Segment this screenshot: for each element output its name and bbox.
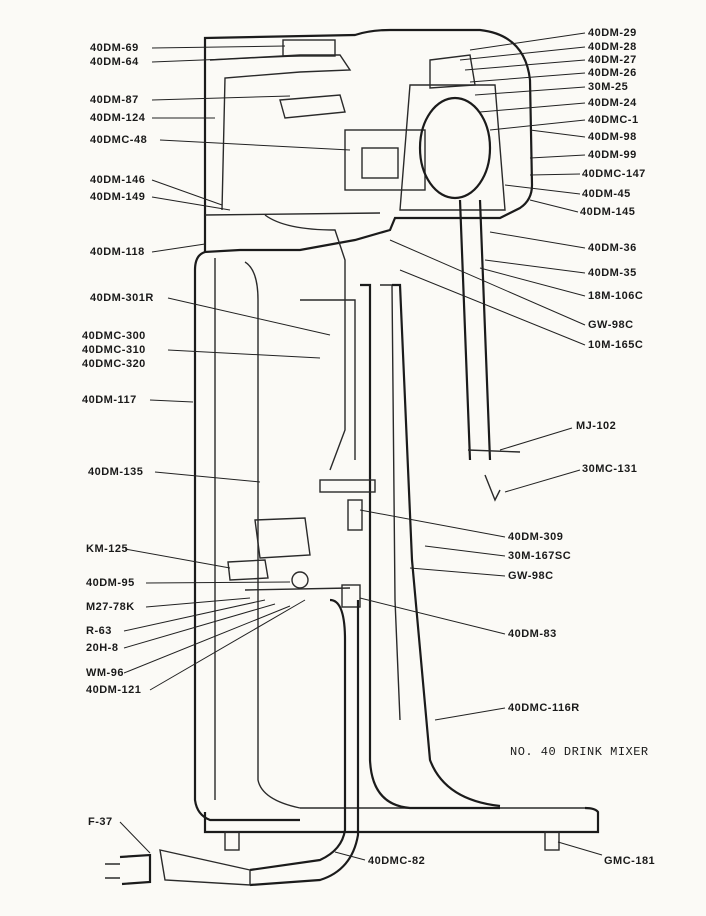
part-label: 40DMC-320	[82, 358, 146, 370]
part-label: 40DM-98	[588, 131, 637, 143]
leader-lines	[119, 32, 603, 861]
diagram-title: NO. 40 DRINK MIXER	[510, 745, 649, 759]
part-label: 40DM-95	[86, 577, 135, 589]
part-label: 18M-106C	[588, 290, 644, 302]
mixer-housing	[105, 28, 600, 887]
part-label: 40DM-118	[90, 246, 145, 258]
part-label: 30MC-131	[582, 463, 638, 475]
part-label: 40DM-28	[588, 41, 637, 53]
part-label: 40DM-64	[90, 56, 139, 68]
part-label: 40DM-146	[90, 174, 146, 186]
part-label: 40DM-121	[86, 684, 142, 696]
part-label: 40DM-24	[588, 97, 637, 109]
part-label: KM-125	[86, 543, 129, 555]
part-label: GMC-181	[604, 855, 656, 867]
part-label: F-37	[88, 816, 113, 828]
part-label: 40DMC-48	[90, 134, 148, 146]
part-label: 30M-25	[588, 81, 629, 93]
part-label: 20H-8	[86, 642, 119, 654]
part-label: MJ-102	[576, 420, 617, 432]
part-label: R-63	[86, 625, 112, 637]
part-label: 40DM-26	[588, 67, 637, 79]
part-label: 40DM-99	[588, 149, 637, 161]
part-label: 40DM-27	[588, 54, 637, 66]
part-label: 40DMC-300	[82, 330, 146, 342]
part-label: 40DM-124	[90, 112, 146, 124]
part-label: 40DMC-1	[588, 114, 639, 126]
part-label: 40DM-69	[90, 42, 139, 54]
part-label: 40DM-29	[588, 27, 637, 39]
part-label: M27-78K	[86, 601, 135, 613]
part-label: 40DMC-310	[82, 344, 146, 356]
part-label: 10M-165C	[588, 339, 644, 351]
part-label: 40DM-301R	[90, 292, 154, 304]
part-label: 40DM-45	[582, 188, 631, 200]
part-label: 40DMC-147	[582, 168, 646, 180]
part-label: 40DM-36	[588, 242, 637, 254]
part-label: GW-98C	[588, 319, 634, 331]
part-label: WM-96	[86, 667, 124, 679]
part-label: 40DM-117	[82, 394, 137, 406]
part-label: 40DM-309	[508, 531, 564, 543]
part-label: 40DM-35	[588, 267, 637, 279]
part-label: 40DM-135	[88, 466, 144, 478]
part-label: 30M-167SC	[508, 550, 572, 562]
part-label: 40DMC-82	[368, 855, 426, 867]
part-label: 40DM-87	[90, 94, 139, 106]
part-label: 40DM-149	[90, 191, 146, 203]
part-label: 40DM-83	[508, 628, 557, 640]
part-label: GW-98C	[508, 570, 554, 582]
part-label: 40DM-145	[580, 206, 636, 218]
part-label: 40DMC-116R	[508, 702, 580, 714]
